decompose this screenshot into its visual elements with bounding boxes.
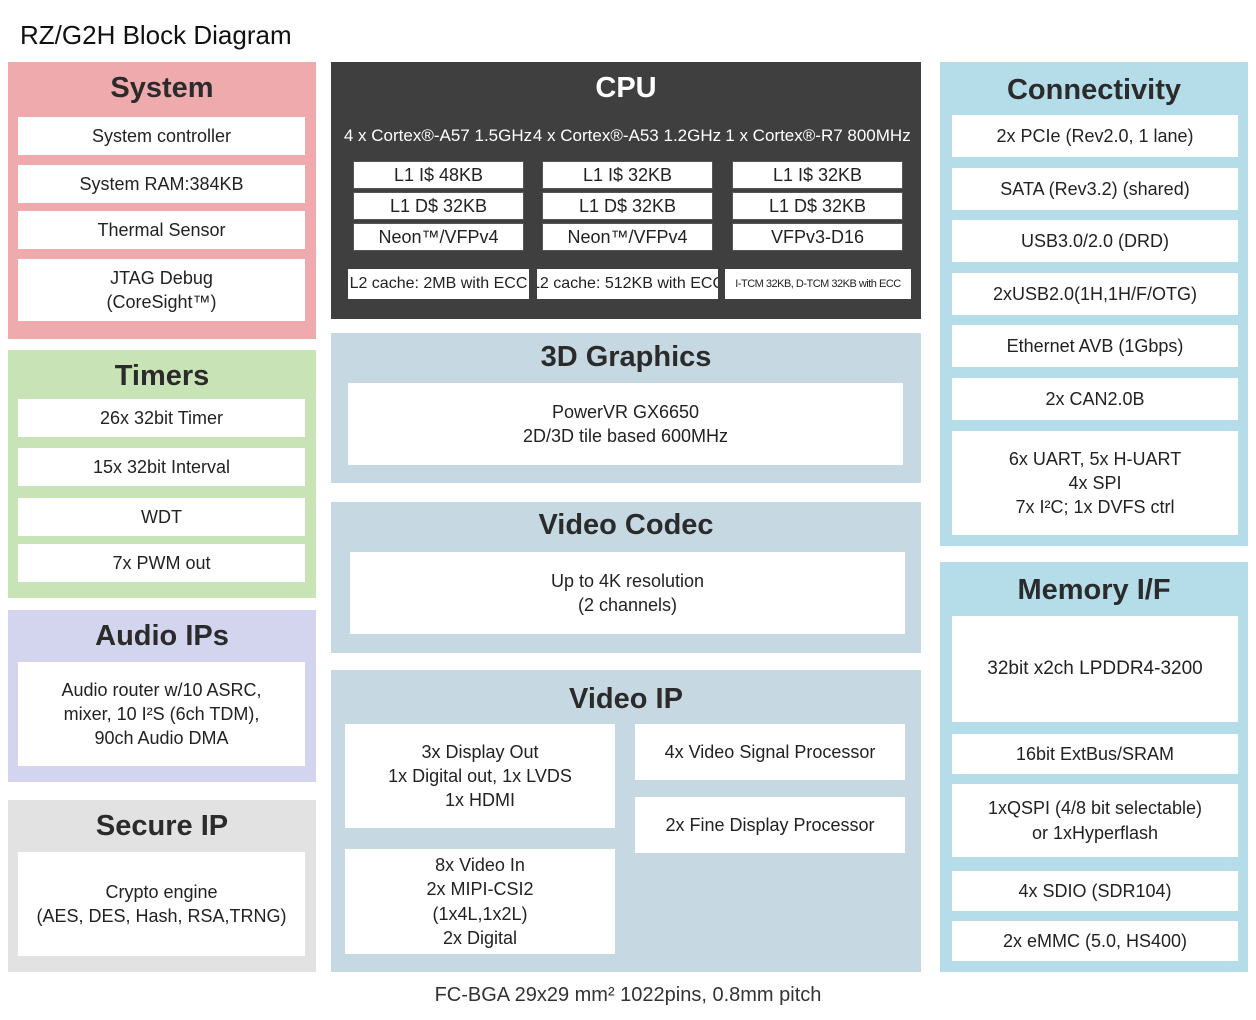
system-title: System xyxy=(110,72,214,104)
timer-box: 26x 32bit Timer xyxy=(18,399,305,437)
crypto-engine-box: Crypto engine (AES, DES, Hash, RSA,TRNG) xyxy=(18,852,305,956)
a57-fpu-box: Neon™/VFPv4 xyxy=(353,223,524,251)
a53-fpu-box: Neon™/VFPv4 xyxy=(542,223,713,251)
r7-tcm-box: I-TCM 32KB, D-TCM 32KB with ECC xyxy=(725,269,911,299)
diagram-title: RZ/G2H Block Diagram xyxy=(20,20,292,50)
pwm-box: 7x PWM out xyxy=(18,544,305,582)
graphics-title: 3D Graphics xyxy=(540,341,712,373)
sata-box: SATA (Rev3.2) (shared) xyxy=(952,168,1238,210)
codec-resolution-box: Up to 4K resolution (2 channels) xyxy=(350,552,905,634)
ethernet-box: Ethernet AVB (1Gbps) xyxy=(952,325,1238,367)
codec-panel: Video Codec Up to 4K resolution (2 chann… xyxy=(331,502,921,653)
fdp-box: 2x Fine Display Processor xyxy=(635,797,905,853)
pcie-box: 2x PCIe (Rev2.0, 1 lane) xyxy=(952,115,1238,157)
a53-l2-box: L2 cache: 512KB with ECC xyxy=(537,269,718,299)
audio-title: Audio IPs xyxy=(95,620,229,652)
r7-l1i-box: L1 I$ 32KB xyxy=(732,161,903,189)
timers-panel: Timers 26x 32bit Timer 15x 32bit Interva… xyxy=(8,350,316,598)
vsp-box: 4x Video Signal Processor xyxy=(635,724,905,780)
a57-l2-box: L2 cache: 2MB with ECC xyxy=(348,269,529,299)
memory-title: Memory I/F xyxy=(1017,574,1171,606)
usb2-box: 2xUSB2.0(1H,1H/F/OTG) xyxy=(952,273,1238,315)
audio-panel: Audio IPs Audio router w/10 ASRC, mixer,… xyxy=(8,610,316,782)
graphics-panel: 3D Graphics PowerVR GX6650 2D/3D tile ba… xyxy=(331,333,921,483)
cpu-title: CPU xyxy=(595,72,657,104)
a53-l1d-box: L1 D$ 32KB xyxy=(542,192,713,220)
system-ram-box: System RAM:384KB xyxy=(18,165,305,203)
memory-panel: Memory I/F 32bit x2ch LPDDR4-3200 16bit … xyxy=(940,562,1248,972)
r7-fpu-box: VFPv3-D16 xyxy=(732,223,903,251)
videoip-title: Video IP xyxy=(569,683,683,715)
cpu-a53-title: 4 x Cortex®-A53 1.2GHz xyxy=(532,126,722,145)
can-box: 2x CAN2.0B xyxy=(952,378,1238,420)
connectivity-panel: Connectivity 2x PCIe (Rev2.0, 1 lane) SA… xyxy=(940,62,1248,546)
lpddr4-box: 32bit x2ch LPDDR4-3200 xyxy=(952,616,1238,722)
secure-panel: Secure IP Crypto engine (AES, DES, Hash,… xyxy=(8,800,316,972)
a53-l1i-box: L1 I$ 32KB xyxy=(542,161,713,189)
system-controller-box: System controller xyxy=(18,117,305,155)
video-in-box: 8x Video In 2x MIPI-CSI2 (1x4L,1x2L) 2x … xyxy=(345,849,615,954)
package-footer: FC-BGA 29x29 mm² 1022pins, 0.8mm pitch xyxy=(434,984,822,1006)
usb3-box: USB3.0/2.0 (DRD) xyxy=(952,220,1238,262)
cpu-a57-title: 4 x Cortex®-A57 1.5GHz xyxy=(343,126,533,145)
display-out-box: 3x Display Out 1x Digital out, 1x LVDS 1… xyxy=(345,724,615,828)
powervr-box: PowerVR GX6650 2D/3D tile based 600MHz xyxy=(348,383,903,465)
timers-title: Timers xyxy=(114,360,210,392)
uart-spi-i2c-box: 6x UART, 5x H-UART 4x SPI 7x I²C; 1x DVF… xyxy=(952,431,1238,535)
interval-timer-box: 15x 32bit Interval xyxy=(18,448,305,486)
emmc-box: 2x eMMC (5.0, HS400) xyxy=(952,921,1238,961)
a57-l1i-box: L1 I$ 48KB xyxy=(353,161,524,189)
extbus-box: 16bit ExtBus/SRAM xyxy=(952,734,1238,774)
sdio-box: 4x SDIO (SDR104) xyxy=(952,871,1238,911)
cpu-r7-title: 1 x Cortex®-R7 800MHz xyxy=(725,126,911,145)
qspi-box: 1xQSPI (4/8 bit selectable) or 1xHyperfl… xyxy=(952,784,1238,857)
a57-l1d-box: L1 D$ 32KB xyxy=(353,192,524,220)
wdt-box: WDT xyxy=(18,498,305,536)
codec-title: Video Codec xyxy=(538,509,714,541)
r7-l1d-box: L1 D$ 32KB xyxy=(732,192,903,220)
connectivity-title: Connectivity xyxy=(1006,74,1182,106)
jtag-debug-box: JTAG Debug (CoreSight™) xyxy=(18,259,305,321)
videoip-panel: Video IP 3x Display Out 1x Digital out, … xyxy=(331,670,921,972)
cpu-panel: CPU 4 x Cortex®-A57 1.5GHz L1 I$ 48KB L1… xyxy=(331,62,921,319)
thermal-sensor-box: Thermal Sensor xyxy=(18,211,305,249)
secure-title: Secure IP xyxy=(95,810,229,842)
audio-router-box: Audio router w/10 ASRC, mixer, 10 I²S (6… xyxy=(18,662,305,766)
system-panel: System System controller System RAM:384K… xyxy=(8,62,316,339)
